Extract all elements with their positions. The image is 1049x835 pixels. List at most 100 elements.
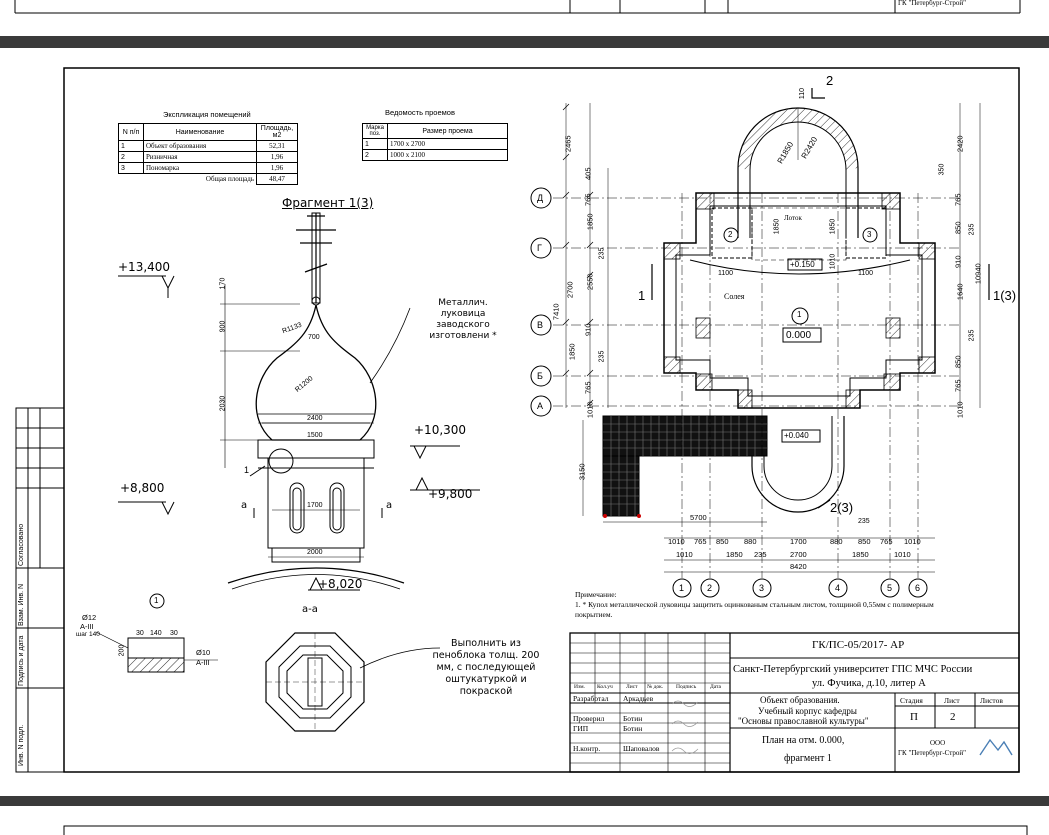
table-cell: Пономарка (143, 162, 257, 174)
object-line: "Основы православной культуры" (738, 716, 869, 726)
dimension-label: 850 (953, 355, 963, 369)
dimension-label: 765 (694, 537, 707, 546)
dimension-label: 350 (938, 163, 946, 176)
dimension-label: 1850 (773, 218, 781, 235)
dimension-label: 2700 (565, 281, 575, 299)
table-row: Общая площадь 48,47 (119, 173, 298, 185)
dimension-label: 900 (219, 320, 227, 333)
dimension-label: 1850 (829, 218, 837, 235)
dome-note: Металлич. луковица заводского изготовлен… (429, 298, 497, 341)
role-label: Проверил (573, 714, 605, 723)
explication-total-label: Общая площадь (205, 175, 254, 184)
dimension-label: 2420 (955, 135, 965, 153)
cut-mark-left: а (241, 500, 248, 511)
side-stamp-label: Взам. Инв. N (18, 583, 25, 626)
dimension-label: 235 (968, 329, 976, 342)
note-title: Примечание: (575, 590, 617, 599)
dimension-label: 910 (583, 323, 593, 337)
level-label: +8,020 (318, 577, 363, 591)
dimension-label: 1010 (904, 537, 921, 546)
dimension-label: 850 (858, 537, 871, 546)
dimension-label: 2550 (585, 273, 595, 291)
dimension-label: 170 (219, 277, 227, 290)
dimension-label: 30 (170, 630, 178, 637)
next-sheet-frame (63, 825, 1028, 835)
table-header-row: N п/п Наименование Площадь, м2 (118, 123, 298, 141)
openings-title: Ведомость проемов (385, 108, 455, 117)
previous-sheet-org: ГК "Петербург-Строй" (898, 0, 966, 7)
col-header: Кол.уч (597, 684, 613, 690)
role-name: Ботин (623, 714, 643, 723)
sheet-title: фрагмент 1 (784, 753, 832, 764)
sheet-label: Лист (944, 696, 960, 705)
table-cell: 1,96 (256, 151, 298, 163)
dimension-label: 1010 (829, 253, 837, 270)
dimension-label: 5700 (690, 513, 707, 522)
dimension-label: 1010 (676, 550, 693, 559)
dimension-label: 1010 (955, 401, 965, 419)
dimension-label: 3150 (577, 463, 587, 481)
section-mark: 1 (638, 288, 646, 303)
stage-value: П (910, 711, 918, 723)
dimension-label: 2700 (790, 550, 807, 559)
side-stamp-label: Инв. N подл. (18, 724, 25, 766)
company-line: ООО (930, 739, 946, 747)
table-cell: 3 (118, 162, 144, 174)
dimension-label: 2465 (563, 135, 573, 153)
note-text: 1. * Купол металлической луковицы защити… (575, 600, 934, 619)
dimension-label: 1640 (955, 283, 965, 301)
table-cell: 1 (362, 138, 388, 150)
sheet-value: 2 (950, 711, 956, 723)
explication-total-value: 48,47 (256, 173, 298, 185)
dimension-label: 405 (583, 167, 593, 181)
dimension-label: 1850 (567, 343, 577, 361)
table-cell: 1 (118, 140, 144, 152)
rebar-spacing: шаг 140 (76, 631, 100, 638)
object-line: Учебный корпус кафедры (758, 706, 857, 716)
dimension-label: 765 (880, 537, 893, 546)
level-label: +10,300 (414, 423, 467, 437)
table-cell: 1,96 (256, 162, 298, 174)
dimension-label: 765 (953, 193, 963, 207)
dimension-label: 1700 (790, 537, 807, 546)
dimension-label: 910 (953, 255, 963, 269)
next-sheet-fragment (0, 806, 1049, 835)
section-note: Выполнить из пеноблока толщ. 200 мм, с п… (432, 638, 540, 697)
axis-label-col: 3 (759, 583, 765, 593)
dimension-label: 880 (744, 537, 757, 546)
dimension-label: 235 (598, 350, 606, 363)
axis-label-col: 2 (707, 583, 713, 593)
dimension-label: 235 (598, 247, 606, 260)
role-label: ГИП (573, 724, 589, 733)
table-header: Марка поз. (362, 123, 388, 139)
label-solea: Солея (724, 292, 745, 301)
detail-number: 1 (154, 596, 159, 605)
table-header: N п/п (118, 123, 144, 141)
dimension-label: 2400 (307, 415, 323, 422)
axis-label-row: А (537, 401, 544, 411)
col-header: Подпись (676, 684, 697, 690)
fragment-title: Фрагмент 1(3) (282, 196, 374, 210)
level-label: +8,800 (120, 481, 165, 495)
section-mark: 1(3) (993, 288, 1017, 303)
dimension-label: 1850 (852, 550, 869, 559)
dimension-label: 850 (953, 221, 963, 235)
object-line: Объект образования. (760, 695, 840, 705)
table-row: 1 Объект образования 52,31 (118, 140, 298, 152)
table-row: 1 1700 x 2700 (362, 138, 508, 150)
room-number: 1 (797, 310, 802, 319)
dimension-label: 110 (799, 87, 807, 100)
role-name: Ботин (623, 724, 643, 733)
cut-mark-right: а (386, 500, 393, 511)
dimension-label: 880 (830, 537, 843, 546)
previous-sheet-fragment: ГК "Петербург-Строй" (0, 0, 1049, 36)
rebar-label: Ø10 (196, 648, 211, 657)
table-header: Размер проема (387, 123, 508, 139)
drawing-code: ГК/ПС-05/2017- АР (812, 639, 905, 651)
table-cell: 1000 x 2100 (387, 149, 508, 161)
dimension-label: 1100 (718, 270, 734, 277)
table-row: 2 1000 x 2100 (362, 149, 508, 161)
explication-table: N п/п Наименование Площадь, м2 1 Объект … (118, 123, 298, 185)
table-cell: 2 (362, 149, 388, 161)
col-header: Дата (710, 684, 721, 690)
